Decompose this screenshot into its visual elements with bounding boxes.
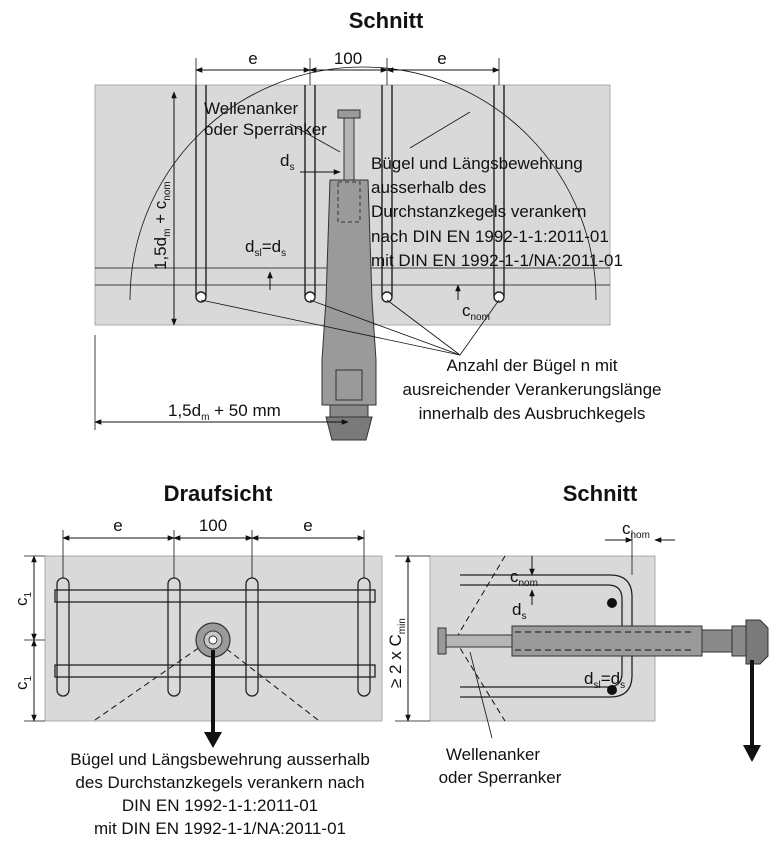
top-count-1: Anzahl der Bügel n mit	[446, 356, 617, 375]
plan-note-3: DIN EN 1992-1-1:2011-01	[122, 796, 318, 815]
side-bar-top	[607, 598, 617, 608]
vertical-dim-label: 1,5dm + cnom	[151, 181, 173, 270]
top-note-4: nach DIN EN 1992-1-1:2011-01	[371, 227, 609, 246]
side-section-title: Schnitt	[563, 481, 638, 506]
anchor-head-plate	[337, 109, 361, 119]
stirrup-2-bend	[304, 291, 316, 303]
anchor-nut	[329, 404, 369, 418]
side-section: Schnitt cnom cnom d	[386, 481, 769, 787]
anchor-inner-dashed	[337, 181, 361, 223]
top-anchor-label-2: oder Sperranker	[204, 120, 327, 139]
top-note-3: Durchstanzkegels verankern	[371, 202, 586, 221]
plan-anchor-center	[208, 635, 218, 645]
side-anchor-label-2: oder Sperranker	[439, 768, 562, 787]
dim-100: 100	[334, 49, 362, 68]
side-anchor-label-1: Wellenanker	[446, 745, 541, 764]
plan-dim-100: 100	[199, 516, 227, 535]
side-cnom-top: cnom	[622, 519, 650, 541]
breakout-cone-arc	[129, 66, 597, 301]
top-dimensions: e 100 e 1,5dm + cnom 1,5dm + 50 mm ds ds…	[94, 49, 500, 430]
top-ds-label: ds	[280, 151, 294, 173]
side-bar-bottom	[607, 685, 617, 695]
plan-note-2: des Durchstanzkegels verankern nach	[75, 773, 364, 792]
plan-c1-top: c1	[12, 592, 34, 607]
plan-load-arrow	[204, 732, 222, 748]
stirrup-3-bend	[381, 291, 393, 303]
dim-e-left: e	[248, 49, 257, 68]
top-note-1: Bügel und Längsbewehrung	[371, 154, 583, 173]
plan-note-4: mit DIN EN 1992-1-1/NA:2011-01	[94, 819, 346, 838]
side-anchor	[437, 619, 769, 665]
side-cnom-inner: cnom	[510, 567, 538, 589]
plan-note-1: Bügel und Längsbewehrung ausserhalb	[70, 750, 370, 769]
plan-view-title: Draufsicht	[164, 481, 273, 506]
top-stirrups	[195, 85, 505, 303]
plan-dim-e-left: e	[113, 516, 122, 535]
top-section: Schnitt	[94, 8, 662, 441]
top-note-5: mit DIN EN 1992-1-1/NA:2011-01	[371, 251, 623, 270]
anchor-foot	[325, 416, 373, 441]
plan-view: Draufsicht e 100 e	[12, 481, 383, 838]
anchor-rod	[343, 117, 355, 181]
top-count-2: ausreichender Verankerungslänge	[403, 380, 662, 399]
top-count-3: innerhalb des Ausbruchkegels	[419, 404, 646, 423]
anchor-sleeve	[321, 179, 377, 406]
top-cnom-label: cnom	[462, 301, 490, 323]
plan-dim-e-right: e	[303, 516, 312, 535]
stirrup-1-bend	[195, 291, 207, 303]
stirrup-4-bend	[493, 291, 505, 303]
side-ds: ds	[512, 600, 526, 622]
side-dsl: dsl=ds	[584, 669, 625, 691]
dim-e-right: e	[437, 49, 446, 68]
top-note-2: ausserhalb des	[371, 178, 486, 197]
anchor-bolt	[335, 369, 363, 401]
top-anchor-label-1: Wellenanker	[204, 99, 299, 118]
top-section-title: Schnitt	[349, 8, 424, 33]
horizontal-dim-label: 1,5dm + 50 mm	[168, 401, 281, 423]
side-load-arrow	[743, 745, 761, 762]
top-dsl-label: dsl=ds	[245, 237, 286, 259]
side-vert-dim: ≥ 2 x Cmin	[386, 618, 408, 688]
plan-c1-bottom: c1	[12, 676, 34, 691]
